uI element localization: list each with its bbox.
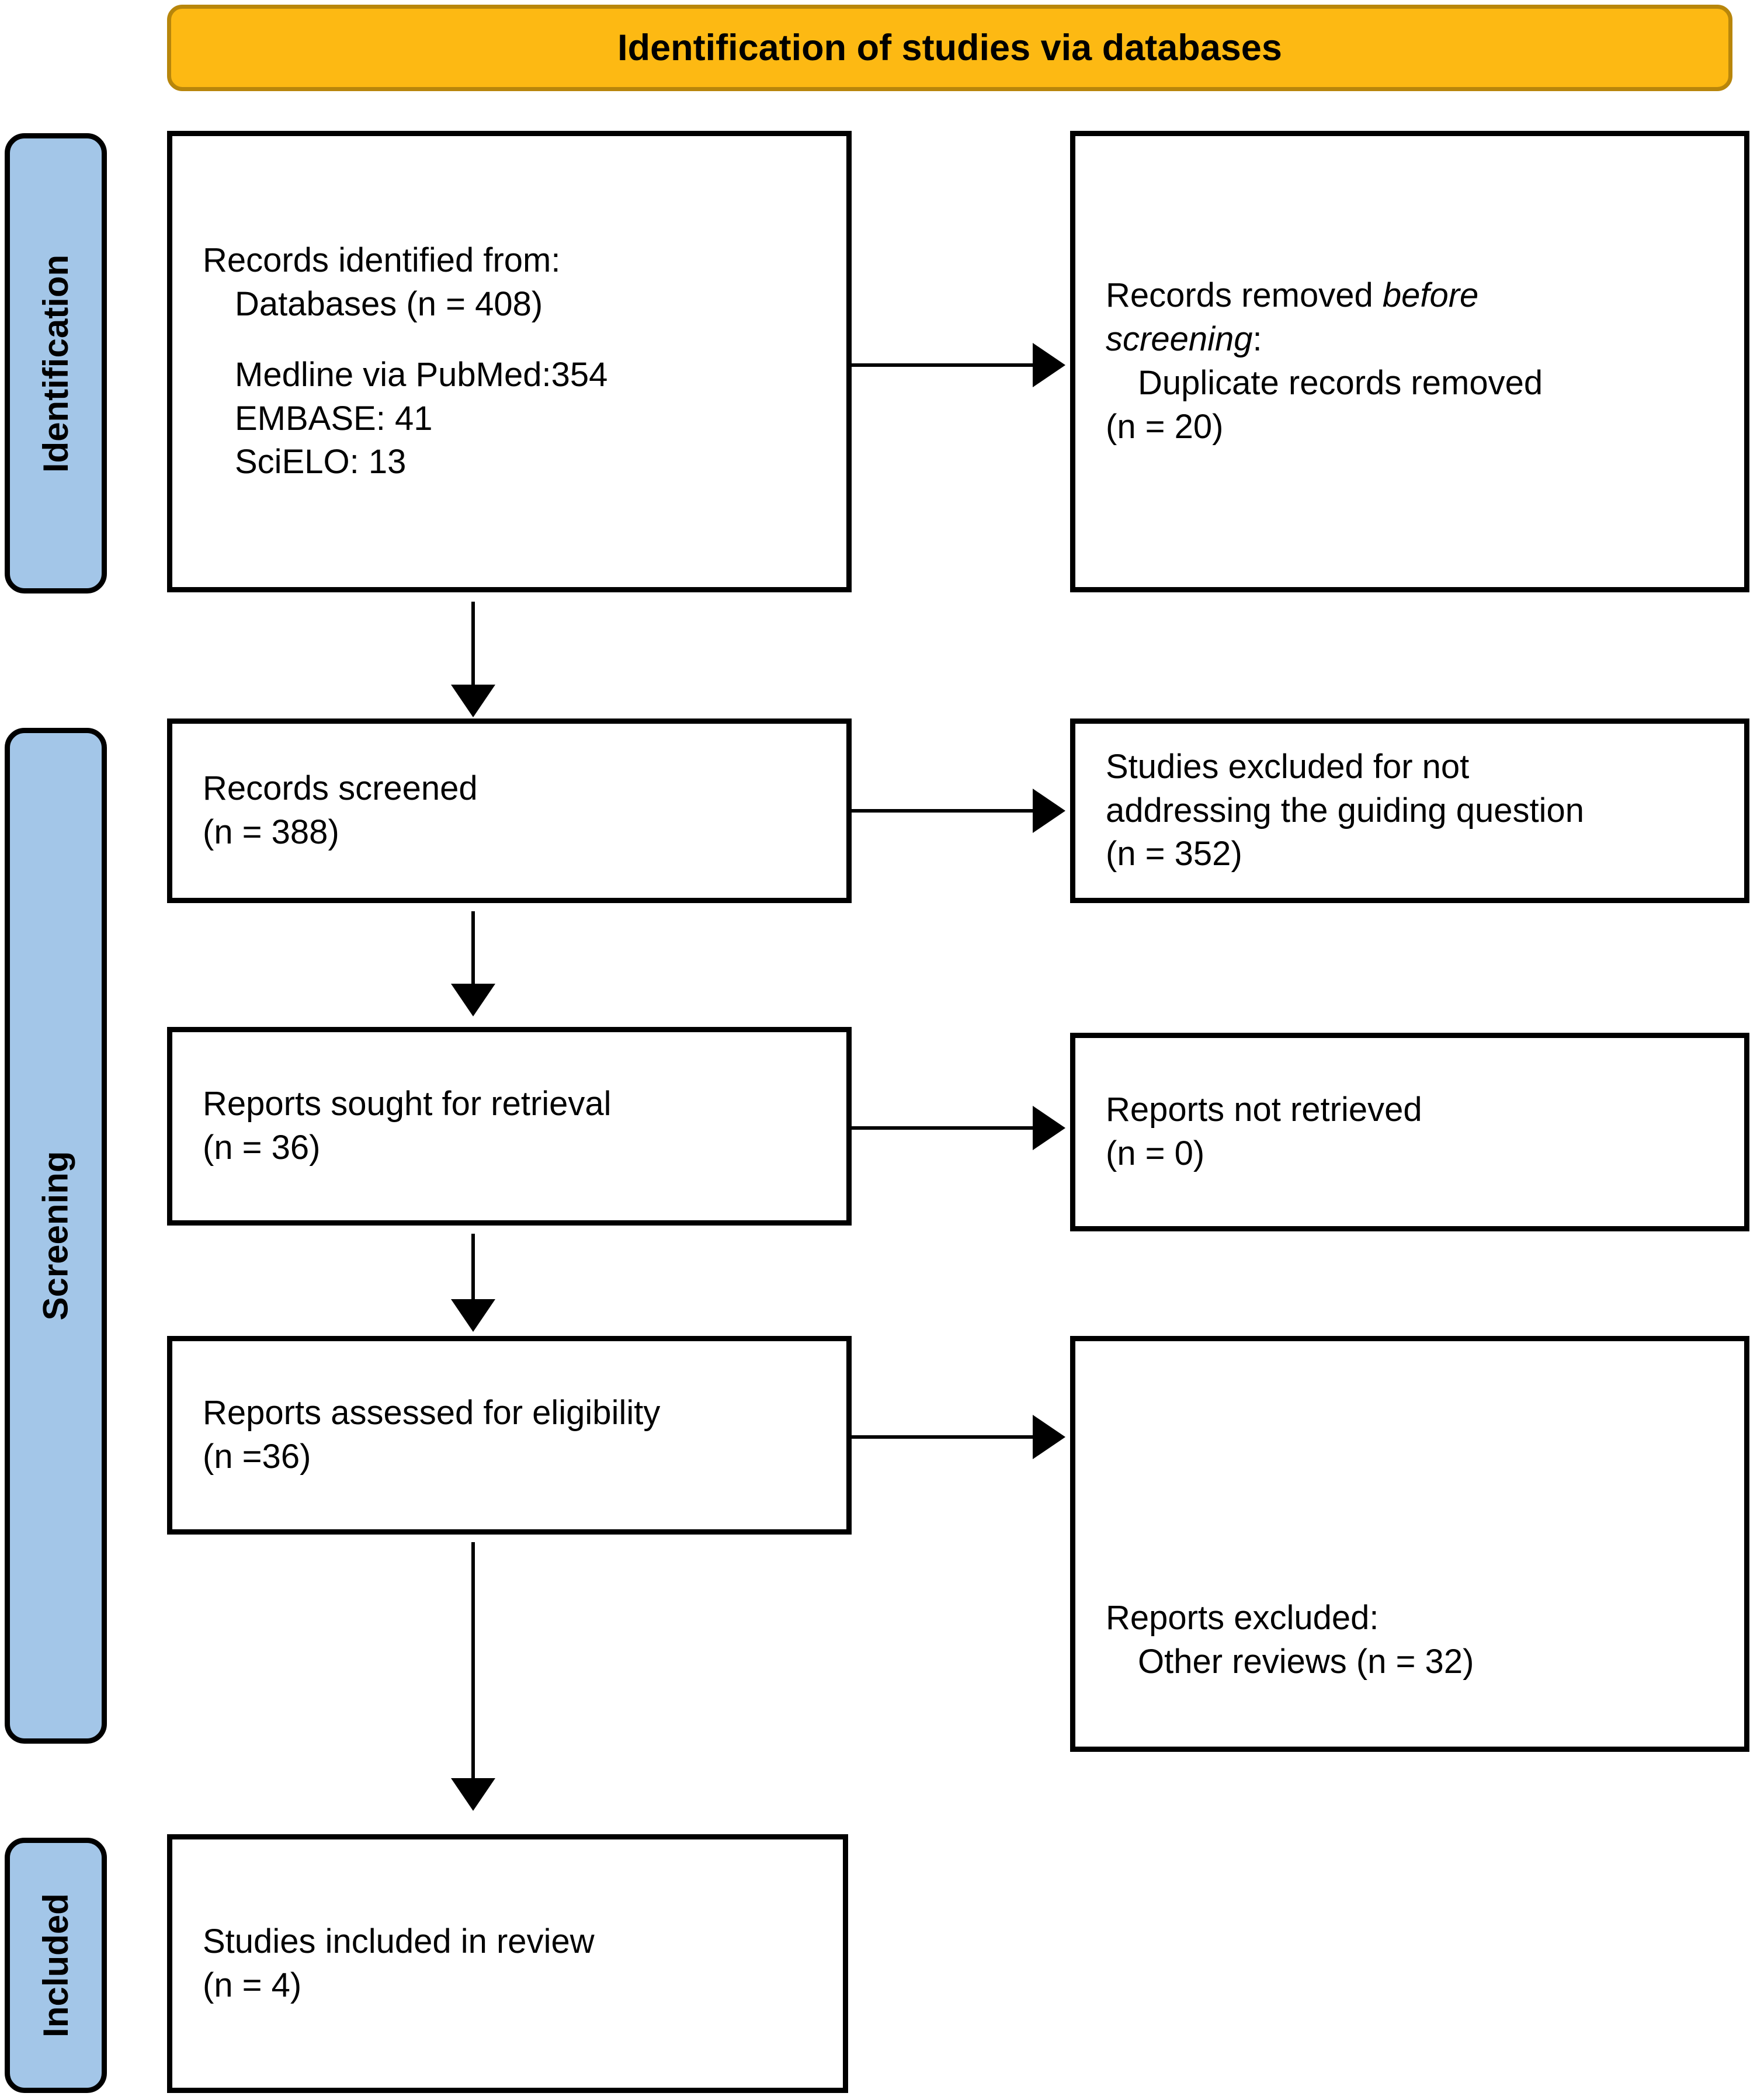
stage-tab-screening-label: Screening [36,1151,76,1321]
records-identified-line2: Databases (n = 408) [235,284,543,323]
studies-included-line1: Studies included in review [203,1922,595,1960]
connector-identified-to-screened-arrowhead [451,685,495,717]
stage-tab-identification-label: Identification [36,254,75,473]
box-reports-excluded-text: Reports excluded: Other reviews (n = 32) [1075,1596,1744,1684]
connector-assessed-to-excluded-arrowhead [1033,1415,1065,1459]
stage-tab-included: Included [5,1838,107,2093]
box-reports-excluded: Reports excluded: Other reviews (n = 32) [1070,1336,1749,1752]
connector-sought-to-assessed-arrowhead [451,1299,495,1332]
records-identified-line4: EMBASE: 41 [235,399,433,438]
diagram-header-banner: Identification of studies via databases [167,5,1732,91]
studies-included-line2: (n = 4) [203,1966,302,2004]
connector-identified-to-screened-line [471,602,475,689]
reports-not-retrieved-line2: (n = 0) [1106,1134,1205,1172]
connector-identified-to-removed-arrowhead [1033,343,1065,387]
box-records-identified-text: Records identified from: Databases (n = 4… [172,239,846,484]
records-identified-line5: SciELO: 13 [235,443,407,481]
connector-sought-to-not-retrieved-arrowhead [1033,1106,1065,1150]
reports-not-retrieved-line1: Reports not retrieved [1106,1091,1422,1129]
reports-sought-line1: Reports sought for retrieval [203,1085,612,1123]
box-records-removed: Records removed before screening: Duplicat… [1070,131,1749,592]
studies-excluded-line3: (n = 352) [1106,835,1242,873]
box-studies-included-text: Studies included in review (n = 4) [172,1920,843,2008]
records-removed-line1a: Records removed [1106,276,1383,315]
reports-sought-line2: (n = 36) [203,1129,321,1167]
records-removed-line1b: before [1382,276,1479,315]
box-studies-included: Studies included in review (n = 4) [167,1834,848,2093]
reports-assessed-line1: Reports assessed for eligibility [203,1394,661,1432]
box-records-identified: Records identified from: Databases (n = 4… [167,131,852,592]
box-reports-sought: Reports sought for retrieval (n = 36) [167,1027,852,1226]
records-screened-line2: (n = 388) [203,813,339,851]
connector-identified-to-removed-line [852,363,1034,367]
stage-tab-identification: Identification [5,133,107,593]
records-removed-line2b: : [1252,320,1262,359]
records-removed-line2a: screening [1106,320,1253,359]
box-records-removed-text: Records removed before screening: Duplicat… [1075,274,1744,449]
box-reports-assessed: Reports assessed for eligibility (n =36) [167,1336,852,1535]
box-studies-excluded-text: Studies excluded for not addressing the g… [1075,745,1744,876]
studies-excluded-line2: addressing the guiding question [1106,791,1585,829]
reports-excluded-line1: Reports excluded: [1106,1599,1379,1637]
records-screened-line1: Records screened [203,769,478,808]
studies-excluded-line1: Studies excluded for not [1106,747,1470,786]
reports-excluded-line2: Other reviews (n = 32) [1138,1643,1474,1681]
box-reports-sought-text: Reports sought for retrieval (n = 36) [172,1082,846,1170]
box-studies-excluded: Studies excluded for not addressing the g… [1070,718,1749,903]
connector-assessed-to-included-line [471,1542,475,1783]
records-identified-line3: Medline via PubMed:354 [235,355,608,394]
box-reports-not-retrieved: Reports not retrieved (n = 0) [1070,1033,1749,1231]
page-title: Identification of studies via databases [617,27,1282,68]
box-reports-assessed-text: Reports assessed for eligibility (n =36) [172,1391,846,1479]
connector-screened-to-sought-line [471,911,475,988]
connector-sought-to-assessed-line [471,1234,475,1304]
connector-assessed-to-excluded-line [852,1435,1034,1439]
stage-tab-included-label: Included [36,1893,75,2037]
records-removed-line3: Duplicate records removed [1138,364,1543,402]
connector-assessed-to-included-arrowhead [451,1778,495,1811]
box-reports-not-retrieved-text: Reports not retrieved (n = 0) [1075,1088,1744,1176]
reports-assessed-line2: (n =36) [203,1438,311,1476]
connector-screened-to-excluded-arrowhead [1033,789,1065,833]
box-records-screened-text: Records screened (n = 388) [172,767,846,855]
records-identified-line1: Records identified from: [203,241,561,279]
connector-screened-to-sought-arrowhead [451,984,495,1016]
connector-sought-to-not-retrieved-line [852,1126,1034,1130]
connector-screened-to-excluded-line [852,809,1034,813]
stage-tab-screening: Screening [5,728,107,1744]
records-removed-line4: (n = 20) [1106,407,1224,446]
box-records-screened: Records screened (n = 388) [167,718,852,903]
